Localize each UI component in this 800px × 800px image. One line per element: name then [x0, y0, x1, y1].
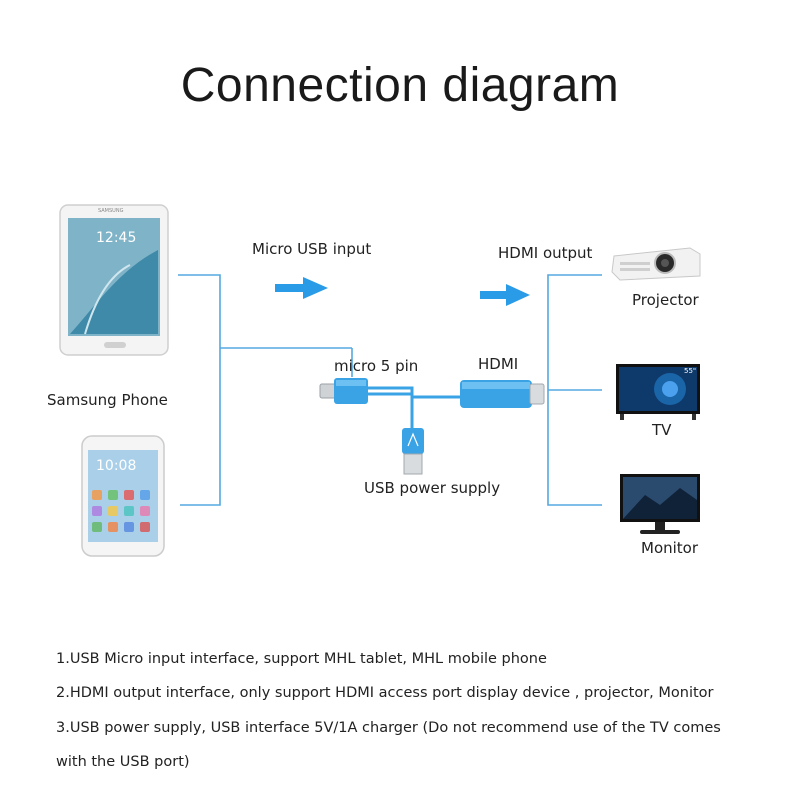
tablet-brand-text: SAMSUNG — [98, 208, 124, 214]
tablet-connector-line — [178, 274, 221, 506]
micro-usb-input-arrow — [275, 277, 328, 299]
monitor-image — [620, 474, 700, 534]
tv-size-text: 55" — [684, 367, 697, 375]
note-line-1: 1.USB Micro input interface, support MHL… — [56, 651, 547, 667]
tv-label: TV — [652, 421, 672, 439]
micro-5-pin-label: micro 5 pin — [334, 357, 419, 375]
phone-clock-text: 10:08 — [96, 458, 137, 474]
micro-usb-input-label: Micro USB input — [252, 240, 372, 258]
hdmi-output-arrow — [480, 284, 530, 306]
tv-image — [616, 364, 700, 420]
projector-label: Projector — [632, 291, 699, 309]
note-line-2: 2.HDMI output interface, only support HD… — [56, 685, 714, 701]
note-line-3: 3.USB power supply, USB interface 5V/1A … — [56, 720, 721, 736]
adapter-cable — [319, 378, 545, 475]
projector-image — [611, 247, 701, 281]
usb-power-supply-label: USB power supply — [364, 479, 501, 497]
mobile-phone-image — [81, 435, 165, 557]
page-title: Connection diagram — [180, 59, 620, 112]
samsung-phone-label: Samsung Phone — [47, 391, 168, 409]
tablet-clock-text: 12:45 — [96, 230, 137, 246]
monitor-label: Monitor — [641, 539, 699, 557]
hdmi-label: HDMI — [478, 355, 519, 373]
samsung-tablet-image — [59, 204, 169, 356]
note-line-4: with the USB port) — [56, 754, 190, 770]
hdmi-output-label: HDMI output — [498, 244, 593, 262]
